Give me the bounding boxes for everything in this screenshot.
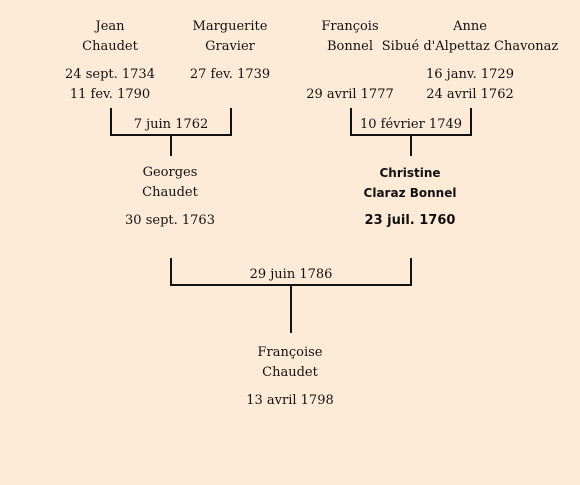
marriage-date-center: 29 juin 1786 [240,267,342,283]
bracket-right-vertical-b [470,108,472,136]
person-anne-sibue: Anne Sibué d'Alpettaz Chavonaz 16 janv. … [380,17,560,105]
death-date: 29 avril 1777 [306,87,394,102]
birth-date: 13 avril 1798 [246,393,334,408]
bracket-left-stem [170,136,172,156]
birth-date: 16 janv. 1729 [426,67,514,82]
first-name: Anne [453,19,487,34]
first-name: Georges [142,165,198,180]
first-name: Jean [95,19,125,34]
bracket-left-vertical-a [110,108,112,136]
last-name: Chaudet [82,39,138,54]
marriage-date-right: 10 février 1749 [356,117,466,133]
last-name: Chaudet [262,365,318,380]
birth-date: 23 juil. 1760 [364,213,456,228]
first-name: Marguerite [192,19,268,34]
bracket-center-vertical-a [170,258,172,286]
bracket-right-vertical-a [350,108,352,136]
first-name: Françoise [257,345,323,360]
death-date: 24 avril 1762 [426,87,514,102]
bracket-center-stem [290,286,292,333]
first-name: Christine [379,166,441,180]
bracket-center-horizontal [170,284,412,286]
person-georges-chaudet: Georges Chaudet 30 sept. 1763 [100,163,240,231]
last-name: Chaudet [142,185,198,200]
birth-date: 30 sept. 1763 [125,213,215,228]
person-jean-chaudet: Jean Chaudet 24 sept. 1734 11 fev. 1790 [50,17,170,105]
first-name: François [321,19,379,34]
person-marguerite-gravier: Marguerite Gravier 27 fev. 1739 [170,17,290,85]
bracket-center-vertical-b [410,258,412,286]
person-francois-bonnel: François Bonnel 29 avril 1777 [290,17,410,105]
bracket-left-horizontal [110,134,232,136]
bracket-right-stem [410,136,412,156]
birth-date: 27 fev. 1739 [189,67,271,82]
death-date: 11 fev. 1790 [69,87,151,102]
marriage-date-left: 7 juin 1762 [122,117,220,133]
last-name: Sibué d'Alpettaz Chavonaz [381,39,559,54]
bracket-left-vertical-b [230,108,232,136]
birth-date: 24 sept. 1734 [65,67,155,82]
bracket-right-horizontal [350,134,472,136]
last-name: Gravier [205,39,255,54]
person-christine-claraz-bonnel: Christine Claraz Bonnel 23 juil. 1760 [330,163,490,231]
last-name: Claraz Bonnel [363,186,457,200]
last-name: Bonnel [327,39,373,54]
person-francoise-chaudet: Françoise Chaudet 13 avril 1798 [220,343,360,411]
